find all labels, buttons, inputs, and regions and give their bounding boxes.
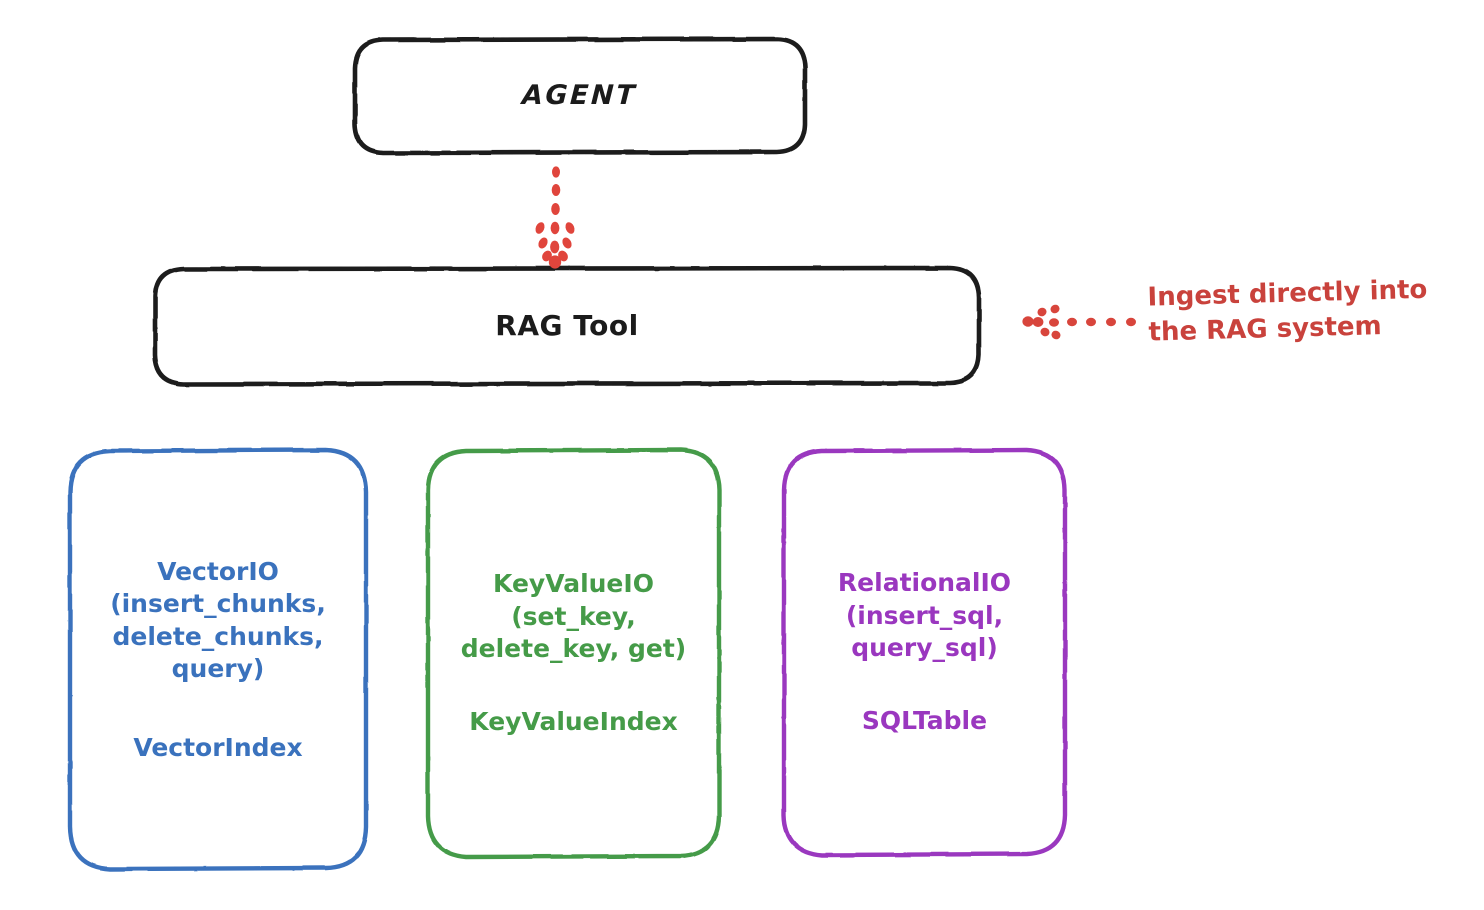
vector-io-api-label: VectorIO (insert_chunks, delete_chunks, … — [110, 556, 326, 684]
relational-io-box[interactable]: RelationalIO (insert_sql, query_sql) SQL… — [785, 450, 1064, 854]
vector-io-box-frame — [67, 447, 369, 872]
agent-box-frame — [352, 36, 808, 156]
agent-to-rag-arrow — [535, 166, 575, 269]
ingest-annotation-text: Ingest directly into the RAG system — [1147, 274, 1428, 348]
vector-index-label: VectorIndex — [133, 732, 303, 762]
sql-table-label: SQLTable — [861, 705, 988, 735]
key-value-io-box-frame — [425, 447, 722, 860]
rag-tool-box-frame — [152, 265, 982, 387]
key-value-io-api-label: KeyValueIO (set_key, delete_key, get) — [460, 569, 687, 664]
agent-label: AGENT — [521, 79, 639, 111]
rag-tool-box[interactable]: RAG Tool — [155, 268, 979, 384]
vector-io-box[interactable]: VectorIO (insert_chunks, delete_chunks, … — [70, 450, 366, 869]
ingest-to-rag-arrow — [1022, 304, 1136, 340]
agent-box[interactable]: AGENT — [355, 39, 805, 153]
key-value-index-label: KeyValueIndex — [469, 706, 678, 736]
rag-tool-label: RAG Tool — [495, 309, 639, 343]
relational-io-box-frame — [781, 447, 1068, 858]
key-value-io-box[interactable]: KeyValueIO (set_key, delete_key, get) Ke… — [428, 450, 719, 856]
relational-io-api-label: RelationalIO (insert_sql, query_sql) — [837, 568, 1012, 663]
